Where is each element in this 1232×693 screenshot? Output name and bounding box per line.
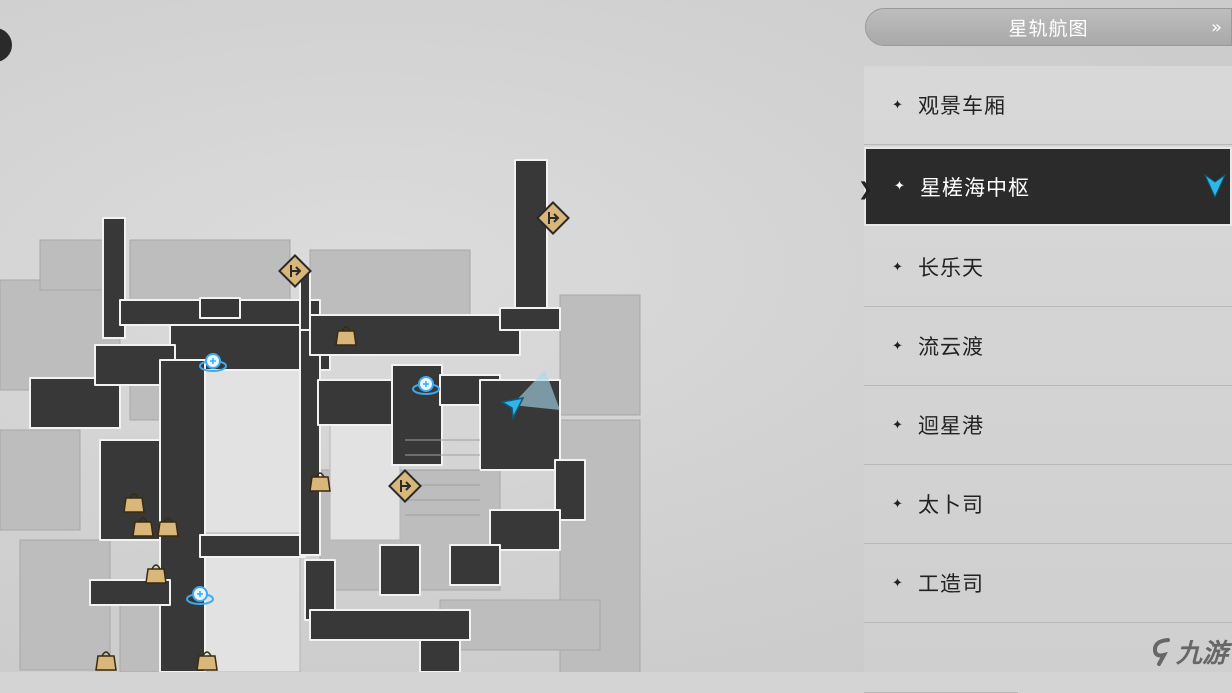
area-item-cloudford[interactable]: ✦ 流云渡 (864, 307, 1232, 386)
star-bullet-icon: ✦ (892, 338, 903, 354)
shop-bag-icon[interactable] (95, 651, 117, 671)
star-bullet-icon: ✦ (892, 417, 903, 433)
area-item-central-starskiff-haven[interactable]: ❯ ✦ 星槎海中枢 (858, 147, 1232, 226)
selection-arrow-icon: ❯ (858, 179, 874, 200)
shop-bag-icon[interactable] (196, 651, 218, 671)
star-bullet-icon: ✦ (892, 575, 903, 591)
area-item-label: 流云渡 (918, 335, 984, 359)
area-item-label: 长乐天 (918, 256, 984, 280)
area-item-label: 星槎海中枢 (920, 175, 1030, 200)
exit-door-icon[interactable] (278, 254, 312, 288)
area-item-label: 工造司 (918, 572, 984, 596)
map-markers (95, 201, 570, 671)
area-item-observation-car[interactable]: ✦ 观景车厢 (864, 66, 1232, 145)
area-item-divination-commission[interactable]: ✦ 太卜司 (864, 465, 1232, 544)
shop-bag-icon[interactable] (123, 493, 145, 513)
player-arrow-icon (499, 396, 525, 421)
exit-door-icon[interactable] (536, 201, 570, 235)
site-watermark: 九游 (1150, 633, 1228, 670)
star-rail-map-panel: 星轨航图 » ✦ 观景车厢 ❯ ✦ 星槎海中枢 ✦ 长乐天 ✦ 流云渡 ✦ 迴星… (858, 0, 1232, 693)
location-pin-icon (1204, 173, 1226, 199)
panel-title: 星轨航图 (1008, 17, 1089, 40)
panel-title-bar[interactable]: 星轨航图 » (865, 8, 1232, 46)
area-item-label: 观景车厢 (918, 94, 1006, 118)
space-anchor-icon[interactable] (199, 353, 227, 372)
shop-bag-icon[interactable] (335, 326, 357, 346)
area-item-label: 迴星港 (918, 414, 984, 438)
exit-door-icon[interactable] (388, 469, 422, 503)
star-bullet-icon: ✦ (892, 496, 903, 512)
shop-bag-icon[interactable] (157, 517, 179, 537)
space-anchor-icon[interactable] (186, 586, 214, 605)
star-bullet-icon: ✦ (894, 179, 905, 194)
area-item-artisanship-commission[interactable]: ✦ 工造司 (864, 544, 1232, 623)
star-bullet-icon: ✦ (892, 259, 903, 275)
space-anchor-icon[interactable] (412, 376, 440, 395)
back-button[interactable] (0, 28, 12, 62)
area-list: ✦ 观景车厢 ❯ ✦ 星槎海中枢 ✦ 长乐天 ✦ 流云渡 ✦ 迴星港 ✦ 太卜司 (858, 66, 1232, 693)
nine-game-logo-icon (1152, 637, 1170, 666)
star-bullet-icon: ✦ (892, 97, 903, 113)
area-item-everyouth-bliss[interactable]: ✦ 长乐天 (864, 228, 1232, 307)
area-item-starskiff-haven[interactable]: ✦ 迴星港 (864, 386, 1232, 465)
map-layout (0, 159, 641, 672)
area-item-label: 太卜司 (918, 493, 984, 517)
shop-bag-icon[interactable] (132, 517, 154, 537)
collapse-chevron-icon[interactable]: » (1210, 17, 1223, 38)
watermark-text: 九游 (1175, 639, 1228, 669)
shop-bag-icon[interactable] (309, 472, 331, 492)
shop-bag-icon[interactable] (145, 564, 167, 584)
